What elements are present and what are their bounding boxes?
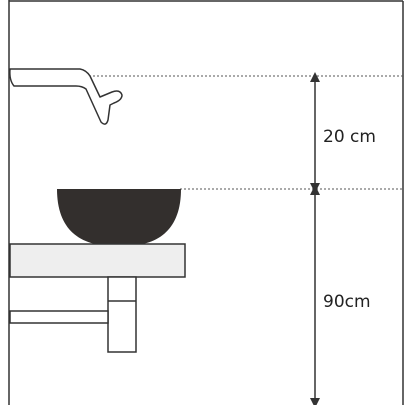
- faucet-to-basin-label: 20 cm: [323, 127, 376, 147]
- drain-trap: [107, 276, 137, 353]
- vessel-basin-icon: [57, 189, 181, 246]
- drain-pipe: [9, 310, 109, 324]
- countertop: [9, 243, 186, 278]
- basin-to-floor-label: 90cm: [323, 292, 371, 312]
- faucet-icon: [9, 68, 123, 125]
